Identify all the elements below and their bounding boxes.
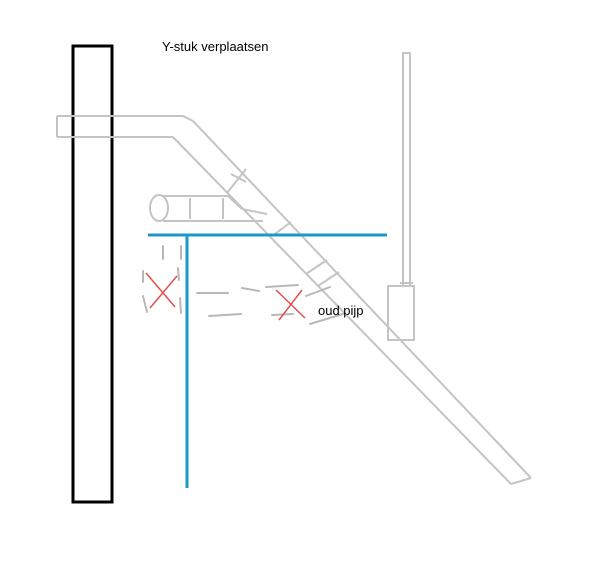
vent-fitting bbox=[387, 285, 415, 341]
y-branch-joint bbox=[241, 208, 268, 215]
y-branch-opening bbox=[149, 194, 169, 222]
vertical-wall bbox=[71, 44, 114, 504]
horizontal-pipe-top-edge bbox=[57, 115, 194, 122]
remove-cross-right bbox=[275, 289, 306, 321]
pipe-joint bbox=[317, 271, 340, 287]
pipe-joint bbox=[305, 259, 328, 275]
old-pipe-label: oud pijp bbox=[318, 303, 364, 318]
pipe-joint bbox=[274, 221, 292, 235]
pipe-joint bbox=[230, 173, 247, 183]
diagonal-pipe-end bbox=[510, 477, 532, 485]
y-branch-top-edge bbox=[163, 195, 243, 210]
existing-pipe bbox=[56, 52, 532, 485]
new-pipe-route bbox=[148, 233, 387, 488]
vent-pipe bbox=[402, 52, 411, 287]
diagonal-pipe-lower-edge bbox=[172, 136, 512, 485]
old-pipe-dashes bbox=[142, 245, 344, 325]
pipe-joint bbox=[226, 168, 247, 194]
diagonal-pipe-upper-edge bbox=[192, 120, 532, 479]
remove-cross-left bbox=[145, 272, 178, 309]
diagram-title: Y-stuk verplaatsen bbox=[162, 39, 268, 54]
